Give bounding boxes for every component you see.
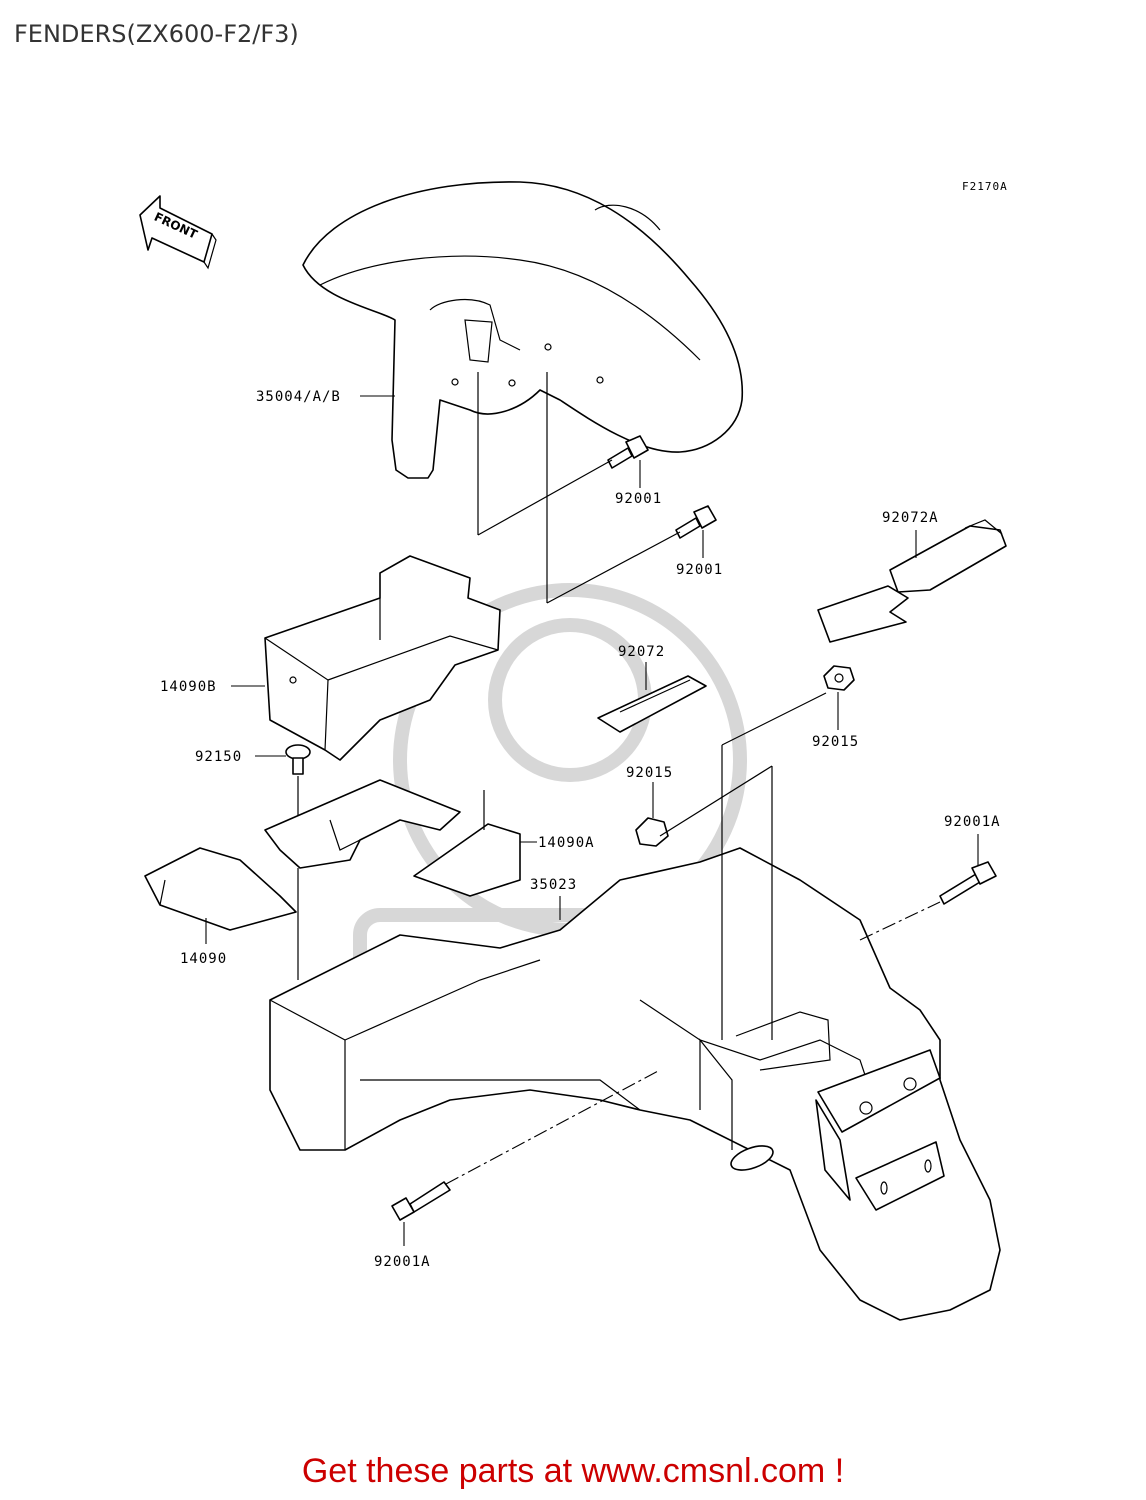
label-92001-lower: 92001	[676, 562, 723, 578]
rear-fender	[269, 847, 1001, 1321]
label-92015-upper: 92015	[812, 734, 859, 750]
label-92150: 92150	[195, 749, 242, 765]
bolt-92150-icon	[285, 744, 311, 775]
tool-strap-92072A	[817, 519, 1007, 643]
nut-92015-lower-icon	[635, 817, 669, 847]
label-14090: 14090	[180, 951, 227, 967]
label-92015-lower: 92015	[626, 765, 673, 781]
label-92072A: 92072A	[882, 510, 939, 526]
page-title: FENDERS(ZX600-F2/F3)	[14, 20, 299, 48]
cover-14090	[144, 847, 297, 931]
front-fender	[302, 181, 744, 479]
label-92001A-upper: 92001A	[944, 814, 1001, 830]
label-14090B: 14090B	[160, 679, 217, 695]
footer-link[interactable]: Get these parts at www.cmsnl.com !	[301, 1452, 845, 1490]
bolt-92001A-lower-icon	[391, 1181, 451, 1221]
label-35004: 35004/A/B	[256, 389, 341, 405]
nut-92015-upper-icon	[823, 665, 855, 691]
bolt-92001-lower-icon	[675, 505, 717, 539]
bolt-92001-upper-icon	[607, 435, 649, 469]
bolt-92001A-upper-icon	[939, 861, 997, 905]
label-35023: 35023	[530, 877, 577, 893]
label-92072: 92072	[618, 644, 665, 660]
label-92001-upper: 92001	[615, 491, 662, 507]
front-arrow-icon: FRONT	[139, 195, 217, 270]
battery-strap-92072	[597, 675, 707, 733]
label-14090A: 14090A	[538, 835, 595, 851]
label-92001A-lower: 92001A	[374, 1254, 431, 1270]
figure-code: F2170A	[962, 180, 1008, 193]
inner-tray	[264, 779, 461, 869]
battery-case	[264, 555, 501, 761]
cover-14090A	[413, 823, 521, 897]
